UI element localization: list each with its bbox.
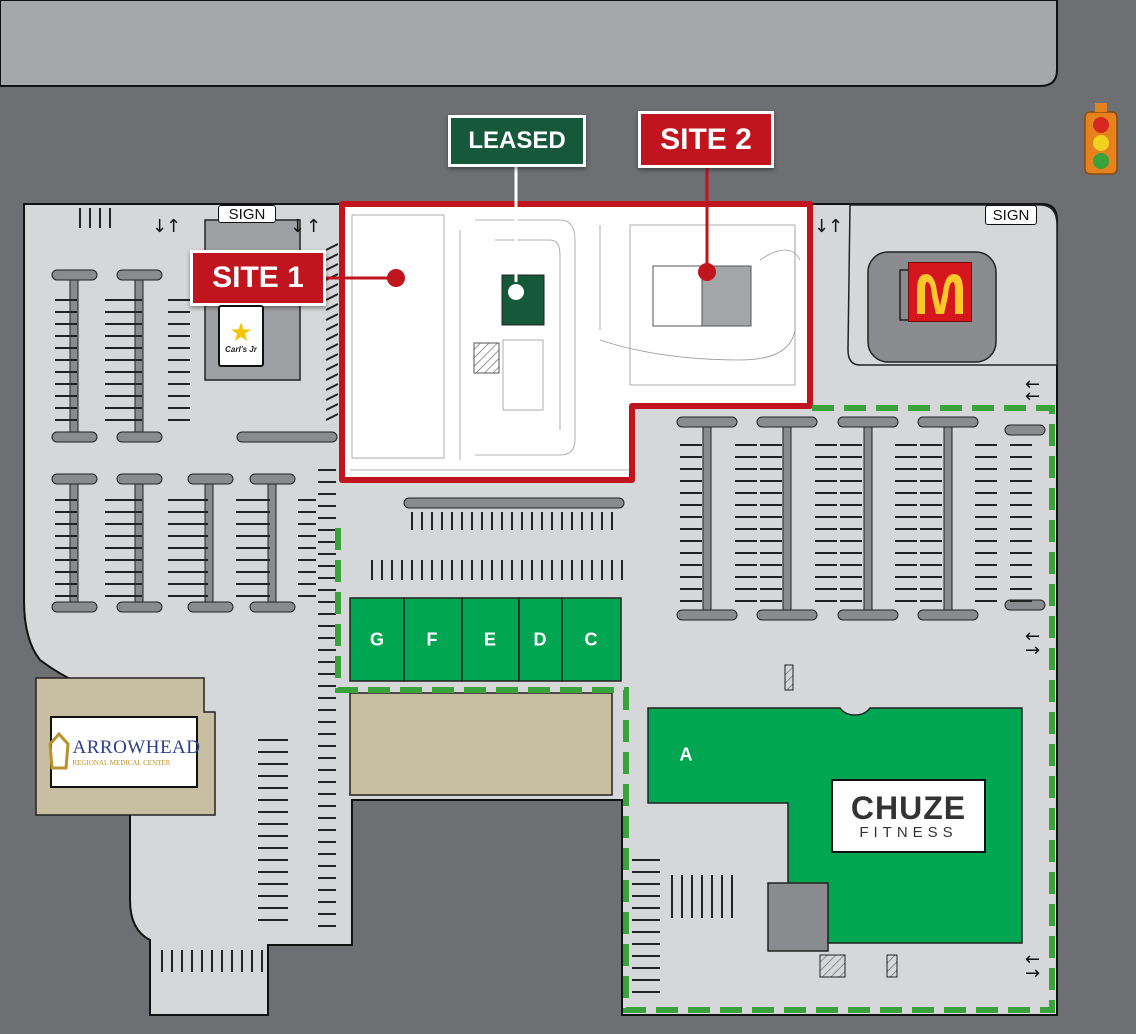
north-lot <box>0 0 1058 87</box>
arrowhead-logo: ARROWHEAD REGIONAL MEDICAL CENTER <box>47 716 201 788</box>
stall-line <box>325 413 339 421</box>
carls-jr-text: Carl's Jr <box>225 344 257 354</box>
stall-line <box>325 253 339 261</box>
stall-line <box>325 333 339 341</box>
unit-a-label[interactable]: A <box>679 744 693 765</box>
stall-line <box>325 263 339 271</box>
traffic-light-icon <box>1084 103 1118 175</box>
stall-line <box>325 283 339 291</box>
svg-text:↑: ↑ <box>828 216 843 237</box>
stall-line <box>325 343 339 351</box>
arrow-right-icon: → <box>1025 640 1040 661</box>
arrow-left-icon: ← <box>1025 374 1040 395</box>
svg-text:↓: ↓ <box>290 216 305 237</box>
site2-label[interactable]: SITE 2 <box>638 111 774 168</box>
arrowhead-name: ARROWHEAD <box>72 737 201 758</box>
svg-text:←: ← <box>1025 949 1040 970</box>
unit-d-label[interactable]: D <box>533 629 547 650</box>
stall-line <box>325 313 339 321</box>
arrow-down-icon: ↓ <box>152 216 167 237</box>
stall-line <box>325 393 339 401</box>
svg-text:←: ← <box>1025 386 1040 407</box>
arrow-up-icon: ↑ <box>166 216 181 237</box>
mcdonalds-logo <box>908 262 972 322</box>
unit-g-label[interactable]: G <box>369 629 385 650</box>
stall-line <box>325 323 339 331</box>
stall-line <box>325 403 339 411</box>
unit-c-label[interactable]: C <box>584 629 598 650</box>
svg-text:←: ← <box>1025 626 1040 647</box>
shop-units <box>349 597 622 682</box>
stall-line <box>325 363 339 371</box>
chuze-subtitle: FITNESS <box>859 823 958 841</box>
stall-line <box>325 383 339 391</box>
chuze-fitness-logo: CHUZE FITNESS <box>831 779 986 853</box>
stall-line <box>325 303 339 311</box>
sign-marker-left: SIGN <box>218 205 276 223</box>
unit-e-label[interactable]: E <box>483 629 497 650</box>
parking-stalls <box>55 208 1032 993</box>
site-plan-drawing <box>350 214 801 471</box>
leased-label[interactable]: LEASED <box>448 115 586 167</box>
stall-line <box>325 353 339 361</box>
chuze-name: CHUZE <box>850 789 967 826</box>
stall-line <box>325 373 339 381</box>
site1-label[interactable]: SITE 1 <box>190 250 326 306</box>
svg-text:→: → <box>1025 963 1040 984</box>
leased-building <box>501 274 545 326</box>
mcdonalds-arches-icon <box>917 274 963 314</box>
stall-line <box>325 243 339 251</box>
sign-marker-right: SIGN <box>985 205 1037 225</box>
stall-line <box>325 293 339 301</box>
tan-pad <box>349 692 613 796</box>
site-outline <box>339 201 813 483</box>
arrowhead-subtitle: REGIONAL MEDICAL CENTER <box>72 759 171 767</box>
carls-jr-logo: ★ Carl's Jr <box>218 305 264 367</box>
center-boundary <box>335 405 1055 1013</box>
direction-arrows: ↓↑ ↓↑ ↓↑ ←← ←→ ←→ <box>152 216 1040 984</box>
unit-f-label[interactable]: F <box>426 629 438 650</box>
star-icon: ★ <box>229 316 253 347</box>
arrowhead-emblem-icon <box>47 732 70 770</box>
svg-text:↑: ↑ <box>306 216 321 237</box>
svg-text:↓: ↓ <box>814 216 829 237</box>
parking-islands <box>51 269 1046 621</box>
